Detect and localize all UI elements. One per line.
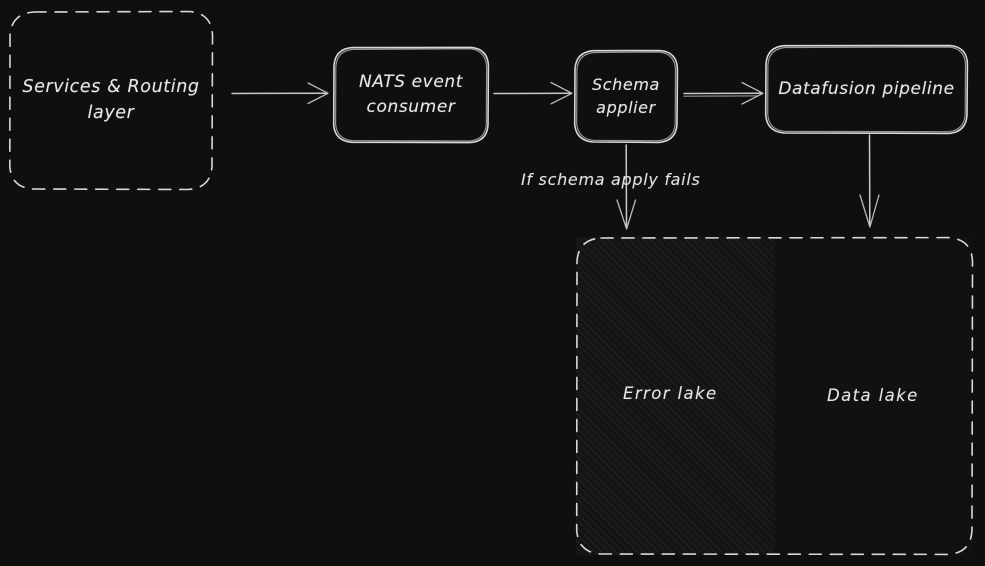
arrow-datafusion-to-data-lake xyxy=(859,134,880,228)
error-lake-label: Error lake xyxy=(623,384,718,403)
arrow-services-to-nats xyxy=(231,82,329,105)
arrow-nats-to-schema xyxy=(493,81,573,105)
lake-container[interactable]: Error lake Data lake xyxy=(575,236,974,556)
node-schema-applier[interactable]: Schema applier xyxy=(573,49,679,144)
data-lake-label: Data lake xyxy=(827,386,919,405)
node-services-routing-layer-label: Services & Routing layer xyxy=(22,77,200,123)
node-datafusion-pipeline-label: Datafusion pipeline xyxy=(778,78,955,99)
node-nats-event-consumer[interactable]: NATS event consumer xyxy=(332,46,490,144)
arrow-schema-to-error-lake xyxy=(616,144,637,230)
arrow-schema-to-datafusion xyxy=(683,81,764,105)
node-nats-event-consumer-label: NATS event consumer xyxy=(358,72,464,117)
edge-label-if-schema-apply-fails: If schema apply fails xyxy=(521,170,701,189)
node-services-routing-layer[interactable]: Services & Routing layer xyxy=(8,10,214,191)
node-schema-applier-label: Schema applier xyxy=(592,74,660,117)
node-datafusion-pipeline[interactable]: Datafusion pipeline xyxy=(764,44,969,135)
